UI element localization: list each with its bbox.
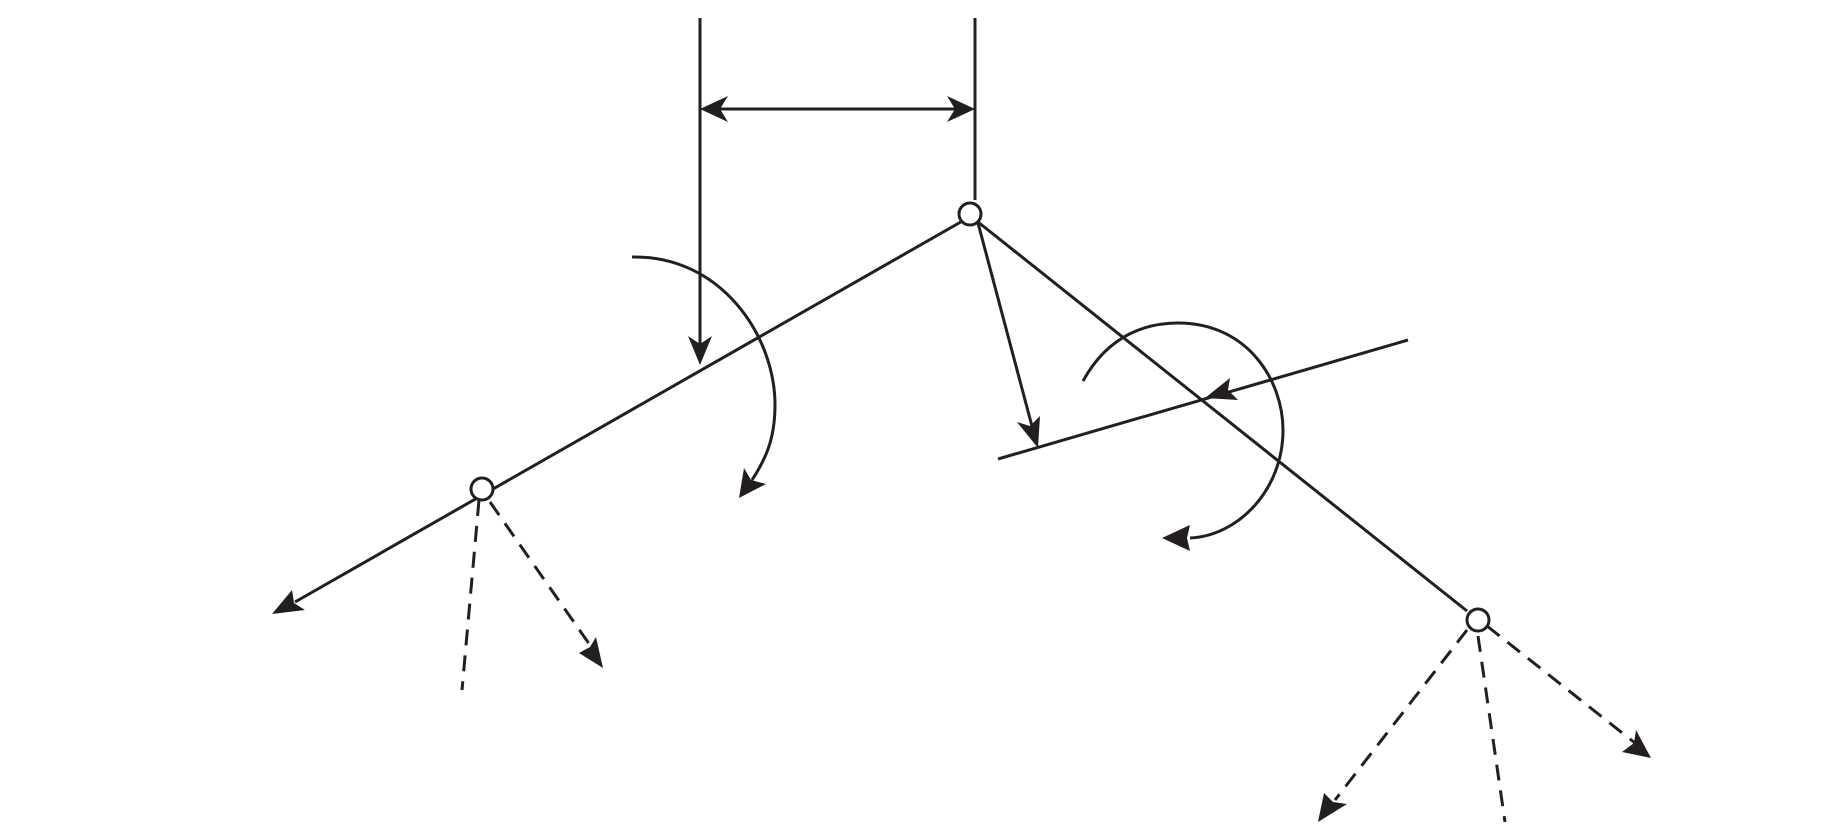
left-member-arrowhead-icon (272, 590, 305, 614)
right-hinge-dashed-line-down-right (1486, 624, 1636, 745)
inclined-plane-arrowhead-icon (1205, 378, 1238, 400)
left-hinge-dashed-arrowhead-icon (579, 637, 603, 668)
right-member (977, 220, 1468, 613)
right-hinge (1465, 607, 1491, 633)
normal-force-arrowhead-icon (1017, 416, 1040, 448)
top-hinge (957, 201, 983, 227)
left-moment-arrow (631, 255, 777, 498)
left-hinge-dashed-line-vertical (460, 499, 481, 691)
right-moment-arrow (1081, 321, 1285, 551)
dimension-arrowhead-right-icon (947, 96, 975, 122)
left-moment-arrowhead-icon (739, 468, 766, 498)
right-moment-arrowhead-icon (1162, 525, 1190, 551)
left-hinge-dashed-line-diagonal (488, 501, 594, 649)
normal-force-arrow (976, 222, 1040, 448)
right-hinge-dashed-arrowhead-right-icon (1622, 730, 1651, 758)
left-hinge (469, 476, 495, 502)
right-hinge-dashed-forces (1318, 624, 1651, 823)
left-member (272, 217, 967, 614)
right-hinge-dashed-line-down (1476, 635, 1507, 823)
right-hinge-dashed-line-down-left (1333, 629, 1469, 801)
inclined-plane-line (997, 338, 1409, 461)
dimension-arrowhead-left-icon (700, 96, 728, 122)
vertical-load-arrowhead-icon (688, 336, 712, 365)
left-hinge-dashed-forces (460, 499, 603, 691)
right-hinge-dashed-arrowhead-left-icon (1318, 793, 1347, 822)
horizontal-dimension-arrow (700, 96, 975, 122)
